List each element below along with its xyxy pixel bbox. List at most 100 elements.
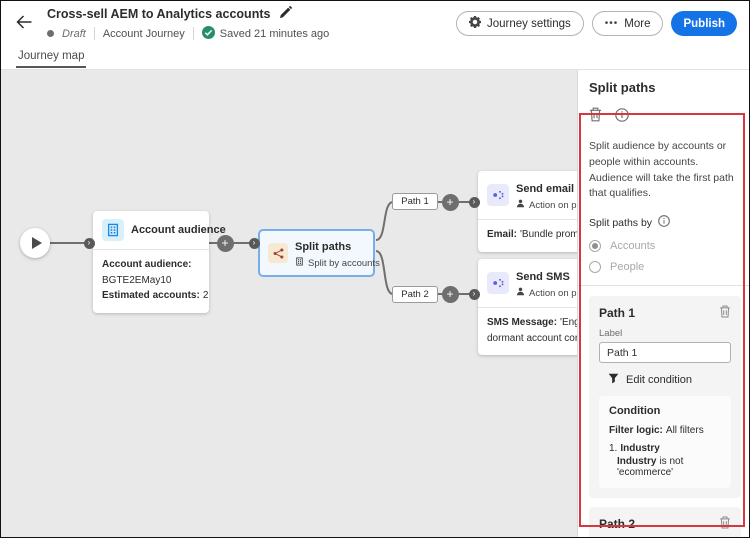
edit-condition-button[interactable]: Edit condition bbox=[608, 373, 692, 387]
trash-icon bbox=[719, 305, 731, 321]
delete-button[interactable] bbox=[589, 107, 602, 125]
path1-card: Path 1 Label Edit condition C bbox=[589, 296, 741, 498]
node-details: SMS Message:'Engag dormant account con bbox=[478, 308, 577, 355]
info-button[interactable] bbox=[615, 107, 629, 125]
radio-people[interactable]: People bbox=[589, 261, 741, 273]
accounts-icon bbox=[295, 257, 304, 269]
header-actions: Journey settings ••• More Publish bbox=[456, 11, 737, 36]
header: Cross-sell AEM to Analytics accounts Dra… bbox=[1, 1, 749, 46]
path2-card: Path 2 Label Edit condition C bbox=[589, 507, 741, 537]
filter-icon bbox=[608, 373, 619, 387]
radio-accounts[interactable]: Accounts bbox=[589, 240, 741, 252]
node-details: Account audience: BGTE2EMay10 Estimated … bbox=[93, 250, 209, 313]
node-subtitle: Action on p bbox=[516, 199, 577, 211]
email-value: 'Bundle promo bbox=[520, 229, 577, 240]
divider bbox=[478, 307, 577, 308]
main-area: Account audience Account audience: BGTE2… bbox=[1, 70, 749, 537]
condition-title: Condition bbox=[609, 405, 661, 417]
saved-text: Saved 21 minutes ago bbox=[219, 27, 330, 40]
account-audience-icon bbox=[102, 219, 124, 241]
gear-icon bbox=[469, 16, 481, 31]
radio-unselected-icon bbox=[589, 261, 601, 273]
sms-label: SMS Message: bbox=[487, 317, 558, 328]
journey-type-label: Account Journey bbox=[102, 27, 185, 40]
estimated-value: 2 bbox=[202, 290, 209, 301]
person-icon bbox=[516, 287, 525, 299]
add-node-button[interactable]: + bbox=[441, 285, 459, 303]
rule-expression: is not 'ecommerce' bbox=[617, 456, 684, 478]
trash-icon bbox=[719, 516, 731, 532]
more-label: More bbox=[624, 17, 651, 30]
path2-edge-label: Path 2 bbox=[392, 286, 438, 303]
title-block: Cross-sell AEM to Analytics accounts Dra… bbox=[47, 5, 330, 42]
audience-label: Account audience: bbox=[102, 259, 192, 270]
split-paths-by-label: Split paths by bbox=[589, 216, 653, 229]
path1-edge-label: Path 1 bbox=[392, 193, 438, 210]
chevron-right-icon: › bbox=[83, 237, 95, 249]
play-icon bbox=[31, 237, 42, 249]
edit-title-button[interactable] bbox=[279, 5, 293, 22]
node-subtitle: Action on p bbox=[516, 287, 577, 299]
person-icon bbox=[516, 199, 525, 211]
radio-people-label: People bbox=[610, 261, 645, 273]
rule-number: 1. bbox=[609, 443, 618, 454]
node-subtitle: Split by accounts bbox=[295, 257, 380, 269]
filter-logic-value: All filters bbox=[665, 425, 704, 436]
divider bbox=[93, 27, 95, 40]
sms-value-line2: dormant account con bbox=[487, 332, 577, 344]
node-title: Account audience bbox=[131, 224, 226, 236]
tab-bar: Journey map bbox=[1, 46, 749, 70]
save-status: Saved 21 minutes ago bbox=[201, 25, 330, 42]
journey-settings-label: Journey settings bbox=[487, 17, 571, 30]
send-email-icon bbox=[487, 184, 509, 206]
filter-logic-label: Filter logic: bbox=[609, 425, 663, 436]
tab-journey-map[interactable]: Journey map bbox=[16, 48, 87, 68]
action-on-text: Action on p bbox=[529, 199, 577, 211]
divider bbox=[93, 249, 209, 250]
journey-settings-button[interactable]: Journey settings bbox=[456, 11, 584, 36]
node-send-email[interactable]: Send email Action on p Email:'Bundle pro… bbox=[478, 171, 577, 252]
split-paths-panel: Split paths Split audience by accounts o… bbox=[577, 70, 749, 537]
edit-condition-label: Edit condition bbox=[626, 374, 693, 386]
delete-path1-button[interactable] bbox=[719, 305, 731, 321]
path2-title: Path 2 bbox=[599, 517, 636, 531]
info-icon bbox=[658, 215, 670, 230]
split-by-text: Split by accounts bbox=[308, 257, 380, 269]
panel-description: Split audience by accounts or people wit… bbox=[589, 140, 734, 200]
node-account-audience[interactable]: Account audience Account audience: BGTE2… bbox=[93, 211, 226, 313]
journey-start-button[interactable] bbox=[20, 228, 50, 258]
trash-icon bbox=[589, 107, 602, 125]
chevron-right-icon: › bbox=[248, 237, 260, 249]
chevron-right-icon: › bbox=[468, 196, 480, 208]
node-send-sms[interactable]: Send SMS Action on p SMS Message:'Engag … bbox=[478, 259, 577, 355]
info-icon bbox=[615, 107, 629, 125]
sms-value: 'Engag bbox=[560, 317, 577, 328]
back-button[interactable] bbox=[13, 13, 35, 35]
audience-value: BGTE2EMay10 bbox=[102, 274, 172, 286]
add-node-button[interactable]: + bbox=[441, 193, 459, 211]
rule-name: Industry bbox=[620, 443, 660, 454]
node-title: Send SMS bbox=[516, 271, 570, 283]
check-circle-icon bbox=[201, 25, 215, 42]
estimated-label: Estimated accounts: bbox=[102, 290, 200, 301]
more-button[interactable]: ••• More bbox=[591, 11, 664, 36]
journey-canvas[interactable]: Account audience Account audience: BGTE2… bbox=[1, 70, 577, 537]
condition-summary: Condition Filter logic:All filters 1.Ind… bbox=[599, 396, 731, 488]
add-node-button[interactable]: + bbox=[216, 234, 234, 252]
publish-button[interactable]: Publish bbox=[671, 11, 737, 36]
divider bbox=[578, 285, 749, 286]
send-sms-icon bbox=[487, 272, 509, 294]
delete-path2-button[interactable] bbox=[719, 516, 731, 532]
chevron-right-icon: › bbox=[468, 288, 480, 300]
more-icon: ••• bbox=[604, 18, 619, 29]
pencil-icon bbox=[279, 5, 293, 22]
node-split-paths[interactable]: Split paths Split by accounts bbox=[258, 229, 380, 277]
status-dot bbox=[47, 30, 54, 37]
path1-title: Path 1 bbox=[599, 306, 636, 320]
page-title: Cross-sell AEM to Analytics accounts bbox=[47, 6, 271, 21]
label-caption: Label bbox=[599, 328, 623, 339]
divider bbox=[192, 27, 194, 40]
path1-label-input[interactable] bbox=[599, 342, 731, 363]
rule-field: Industry bbox=[617, 456, 657, 467]
